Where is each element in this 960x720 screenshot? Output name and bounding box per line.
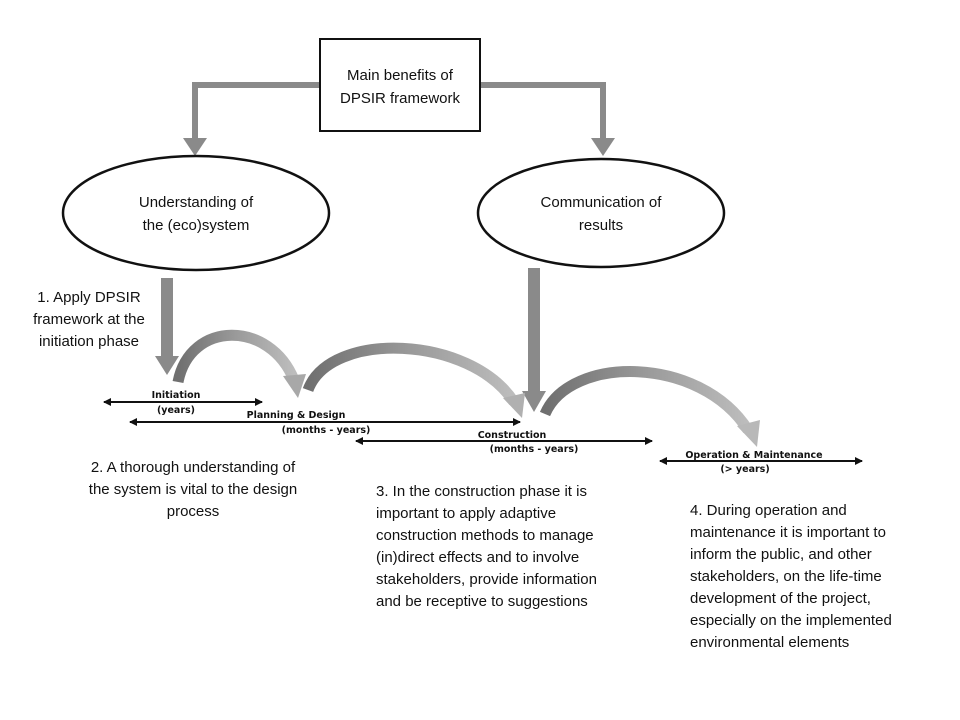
note-2-line: 2. A thorough understanding of [90,459,296,476]
phase-operation-name: Operation & Maintenance [685,450,822,461]
note-3-line: (in)direct effects and to involve [376,549,580,566]
note-4-line: environmental elements [690,634,850,651]
note-4-line: development of the project, [690,590,871,607]
phase-construction-name: Construction [478,430,547,441]
note-3: 3. In the construction phase it is impor… [376,481,656,613]
arrow-understanding-to-initiation [155,278,179,375]
note-1-line: framework at the [33,311,145,328]
main-benefits-line1: Main benefits of [347,67,454,84]
note-4-line: inform the public, and other [690,546,872,563]
main-benefits-box: Main benefits of DPSIR framework [319,38,481,132]
phase-construction-duration: (months - years) [490,444,579,455]
phase-planning-duration: (months - years) [282,425,371,436]
communication-line1: Communication of [541,194,663,211]
timeline-planning: Planning & Design (months - years) [129,410,521,436]
phase-initiation-name: Initiation [152,390,201,401]
note-2: 2. A thorough understanding of the syste… [62,457,324,523]
note-3-line: construction methods to manage [376,527,594,544]
note-2-line: process [166,503,220,520]
note-3-line: and be receptive to suggestions [376,593,588,610]
arrow-communication-to-construction [522,268,546,412]
note-4-line: stakeholders, on the life-time [690,568,882,585]
note-1: 1. Apply DPSIR framework at the initiati… [14,287,164,353]
communication-line2: results [579,217,623,234]
timeline-construction: Construction (months - years) [355,430,653,455]
phase-initiation-duration: (years) [157,405,195,416]
connector-top-to-right [480,82,615,156]
arc-initiation-to-planning [172,329,306,398]
phase-operation-duration: (> years) [720,464,769,475]
arc-construction-to-operation [539,366,760,447]
note-3-line: important to apply adaptive [376,505,557,522]
timeline-operation: Operation & Maintenance (> years) [659,450,863,475]
connector-top-to-left [183,82,320,156]
communication-ellipse: Communication of results [476,157,726,269]
timeline-initiation: Initiation (years) [103,390,263,416]
understanding-ellipse: Understanding of the (eco)system [61,154,331,272]
arc-planning-to-construction [302,342,525,418]
phase-planning-name: Planning & Design [247,410,346,421]
note-4-line: especially on the implemented [690,612,892,629]
note-2-line: the system is vital to the design [88,481,298,498]
note-3-line: stakeholders, provide information [376,571,597,588]
note-4-line: 4. During operation and [690,502,847,519]
understanding-line1: Understanding of [139,194,254,211]
main-benefits-line2: DPSIR framework [340,90,461,107]
note-4: 4. During operation and maintenance it i… [690,500,950,654]
note-3-line: 3. In the construction phase it is [376,483,587,500]
understanding-line2: the (eco)system [143,217,250,234]
note-1-line: initiation phase [38,333,140,350]
note-4-line: maintenance it is important to [690,524,886,541]
note-1-line: 1. Apply DPSIR [37,289,141,306]
